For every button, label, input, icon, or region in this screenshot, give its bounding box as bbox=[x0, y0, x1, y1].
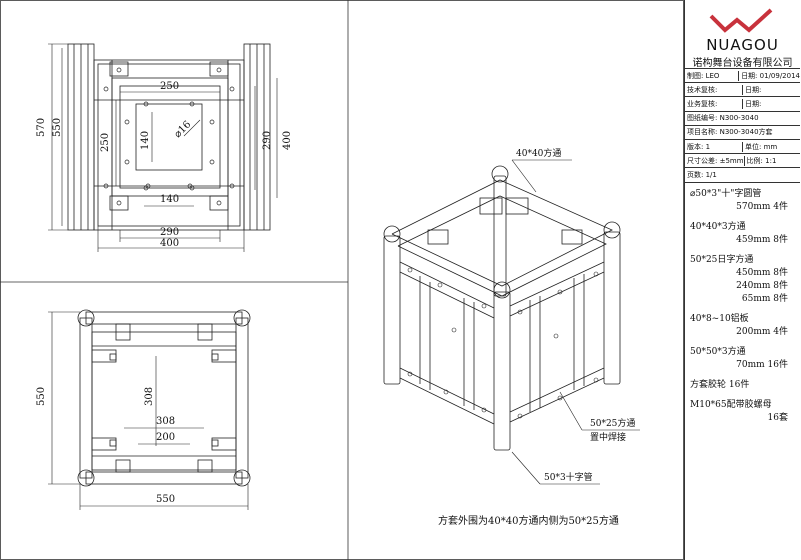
title-block-cell: 日期: 01/09/2014 bbox=[738, 70, 800, 81]
title-block-row: 项目名称: N300-3040方套 bbox=[685, 126, 800, 140]
part-item: 方套胶轮 16件 bbox=[688, 379, 800, 392]
part-quantity: 16套 bbox=[767, 413, 788, 423]
part-item: 50*25日字方通 450mm 8件 240mm 8件 65mm 8件 bbox=[688, 254, 800, 306]
title-block-cell: 日期: bbox=[742, 84, 800, 95]
part-quantity: 240mm 8件 bbox=[736, 281, 788, 291]
dim-bottom-140: 140 bbox=[160, 194, 179, 205]
part-name: 50*50*3方通 bbox=[690, 347, 746, 357]
dim-center-height: 140 bbox=[140, 131, 151, 150]
title-block-cell: 尺寸公差: ±5mm bbox=[687, 156, 744, 165]
part-item: 40*8~10铝板 200mm 4件 bbox=[688, 313, 800, 339]
title-block-cell: 项目名称: N300-3040方套 bbox=[687, 128, 773, 137]
part-quantity: 200mm 4件 bbox=[736, 327, 788, 337]
title-block: NUAGOU 诺构舞台设备有限公司 制图: LEO 日期: 01/09/2014 技… bbox=[684, 0, 800, 560]
title-block-cell: 制图: LEO bbox=[687, 71, 720, 80]
iso-view: 40*40方通 50*25方通 置中焊接 50*3十字管 方套外围为40*40方… bbox=[383, 147, 640, 527]
title-block-cell: 单位: mm bbox=[742, 141, 800, 152]
dim-outer-height: 570 bbox=[36, 118, 47, 137]
title-block-cell: 页数: 1/1 bbox=[687, 170, 717, 179]
parts-list: ⌀50*3"十"字圆管 570mm 4件 40*40*3方通 459mm 8件 50*2… bbox=[688, 188, 800, 432]
drawing-canvas: 570 550 250 250 140 ⌀16 290 400 140 290 … bbox=[0, 0, 684, 560]
iso-caption: 方套外围为40*40方通内侧为50*25方通 bbox=[438, 514, 619, 527]
dim-inner-height: 550 bbox=[52, 118, 63, 137]
title-block-row: 制图: LEO 日期: 01/09/2014 bbox=[685, 69, 800, 84]
part-name: 40*40*3方通 bbox=[690, 222, 746, 232]
title-block-row: 技术复核: 日期: bbox=[685, 83, 800, 98]
part-item: 40*40*3方通 459mm 8件 bbox=[688, 221, 800, 247]
dim-side-height: 550 bbox=[36, 387, 47, 406]
title-block-row: 版本: 1 单位: mm bbox=[685, 140, 800, 155]
title-block-cell: 业务复核: bbox=[687, 99, 718, 108]
title-block-rows: 制图: LEO 日期: 01/09/2014 技术复核: 日期: 业务复核: 日期: 图纸编… bbox=[685, 69, 800, 183]
part-item: 50*50*3方通 70mm 16件 bbox=[688, 346, 800, 372]
logo-mark-icon bbox=[709, 8, 773, 33]
dim-200: 200 bbox=[156, 432, 175, 443]
label-inner-tube: 50*25方通 bbox=[590, 417, 635, 429]
part-quantity: 65mm 8件 bbox=[741, 294, 788, 304]
part-name: ⌀50*3"十"字圆管 bbox=[690, 189, 762, 199]
title-block-row: 业务复核: 日期: bbox=[685, 97, 800, 112]
part-quantity: 570mm 4件 bbox=[736, 202, 788, 212]
label-inner-tube-weld: 置中焊接 bbox=[590, 431, 626, 443]
company-logo: NUAGOU 诺构舞台设备有限公司 bbox=[685, 0, 800, 69]
part-name: 方套胶轮 16件 bbox=[690, 380, 750, 390]
label-cross-tube: 50*3十字管 bbox=[544, 471, 593, 483]
title-block-row: 图纸编号: N300-3040 bbox=[685, 112, 800, 126]
side-view: 550 308 308 200 550 bbox=[36, 309, 251, 510]
part-item: M10*65配带胶螺母 16套 bbox=[688, 399, 800, 425]
dim-bottom-400: 400 bbox=[160, 238, 179, 249]
dim-diameter: ⌀16 bbox=[172, 119, 193, 140]
title-block-cell: 日期: bbox=[742, 98, 800, 109]
title-block-cell: 图纸编号: N300-3040 bbox=[687, 114, 759, 123]
dim-left-inner: 250 bbox=[100, 133, 111, 152]
label-top-tube: 40*40方通 bbox=[516, 147, 561, 159]
dim-right-inner: 290 bbox=[262, 131, 273, 150]
part-item: ⌀50*3"十"字圆管 570mm 4件 bbox=[688, 188, 800, 214]
dim-side-width: 550 bbox=[156, 494, 175, 505]
brand-name: NUAGOU bbox=[706, 36, 779, 54]
part-name: M10*65配带胶螺母 bbox=[690, 400, 772, 410]
title-block-cell: 版本: 1 bbox=[687, 142, 711, 151]
company-name: 诺构舞台设备有限公司 bbox=[692, 58, 793, 69]
top-view: 570 550 250 250 140 ⌀16 290 400 140 290 … bbox=[36, 43, 293, 252]
dim-top-width: 250 bbox=[160, 81, 179, 92]
title-block-cell: 技术复核: bbox=[687, 85, 718, 94]
dim-bottom-290: 290 bbox=[160, 227, 179, 238]
part-quantity: 450mm 8件 bbox=[736, 268, 788, 278]
dim-308-horizontal: 308 bbox=[156, 416, 175, 427]
part-quantity: 459mm 8件 bbox=[736, 235, 788, 245]
part-name: 40*8~10铝板 bbox=[690, 314, 749, 324]
dim-308-vertical: 308 bbox=[144, 387, 155, 406]
title-block-cell: 比例: 1:1 bbox=[743, 155, 800, 166]
part-quantity: 70mm 16件 bbox=[736, 360, 788, 370]
part-name: 50*25日字方通 bbox=[690, 255, 754, 265]
dim-right-outer: 400 bbox=[282, 131, 293, 150]
title-block-row: 页数: 1/1 bbox=[685, 168, 800, 183]
